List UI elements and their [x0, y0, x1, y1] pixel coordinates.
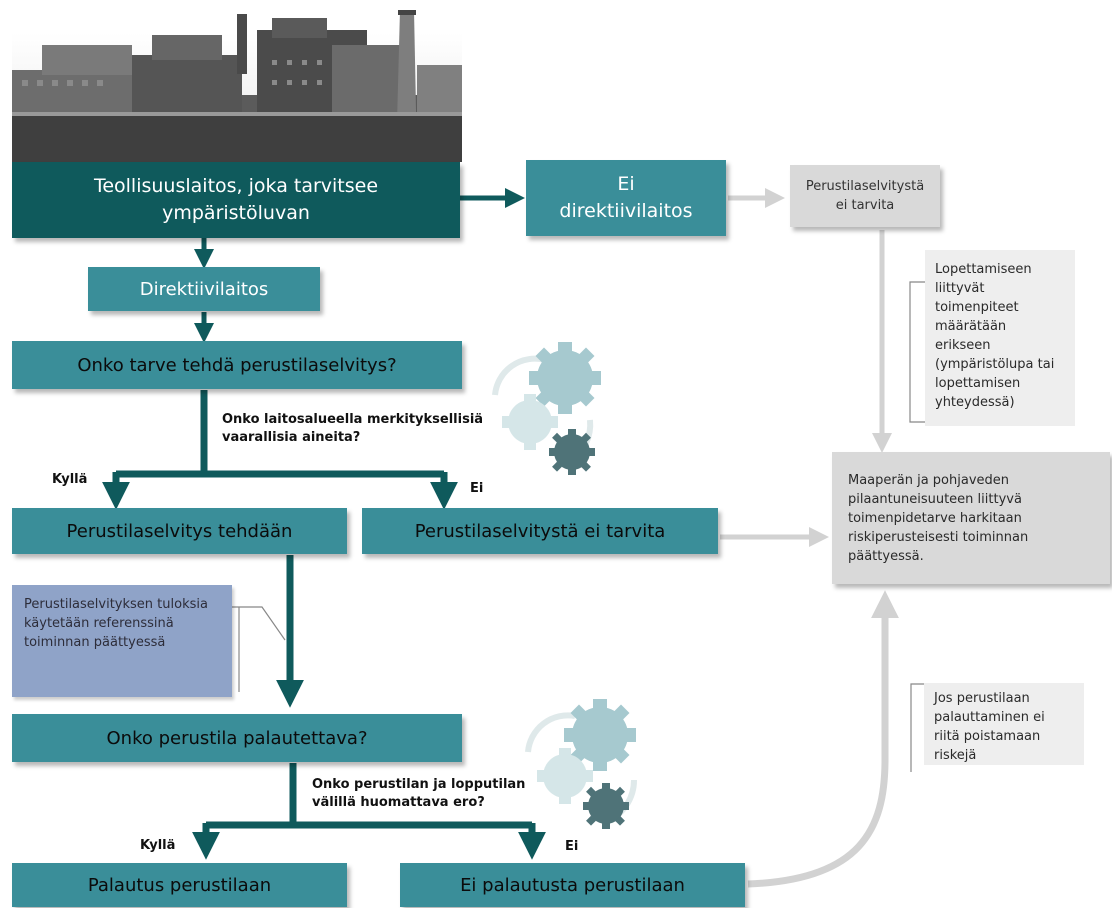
restore-insufficient-note: Jos perustilaan palauttaminen ei riitä p…: [924, 683, 1084, 765]
industrial-plant-photo: [12, 0, 462, 162]
directive-plant-box: Direktiivilaitos: [88, 267, 320, 311]
no-label-1: Ei: [470, 481, 484, 496]
report-not-needed-label: Perustilaselvitystä ei tarvita: [414, 520, 666, 542]
report-not-needed-box: Perustilaselvitystä ei tarvita: [362, 508, 718, 554]
arrow-norestore-to-soil: [747, 590, 899, 888]
no-label-2: Ei: [565, 839, 579, 854]
note-bracket-2: [910, 683, 924, 772]
no-report-needed-top-box: Perustilaselvitystä ei tarvita: [790, 165, 940, 227]
soil-groundwater-label: Maaperän ja pohjaveden pilaantuneisuutee…: [848, 472, 1029, 564]
need-question-box: Onko tarve tehdä perustilaselvitys?: [12, 341, 462, 389]
significant-difference-question: Onko perustilan ja lopputilan välillä hu…: [312, 777, 526, 810]
hazardous-substances-question: Onko laitosalueella merkityksellisiä vaa…: [222, 412, 484, 445]
report-made-box: Perustilaselvitys tehdään: [12, 508, 347, 554]
industrial-plant-box: Teollisuuslaitos, joka tarvitsee ympäris…: [12, 162, 460, 238]
closure-measures-text: Lopettamiseen liittyvät toimenpiteet mää…: [935, 262, 1055, 410]
gears-icon-1: [492, 342, 601, 475]
no-report-needed-top-label: Perustilaselvitystä ei tarvita: [805, 179, 925, 213]
restore-box: Palautus perustilaan: [12, 863, 347, 907]
no-restore-box: Ei palautusta perustilaan: [400, 863, 745, 907]
restore-question-box: Onko perustila palautettava?: [12, 714, 462, 762]
factory-silhouette-icon: [12, 10, 462, 162]
soil-groundwater-box: Maaperän ja pohjaveden pilaantuneisuutee…: [832, 452, 1110, 584]
yes-label-2: Kyllä: [140, 838, 176, 853]
gears-icon-2: [525, 699, 638, 829]
industrial-plant-label: Teollisuuslaitos, joka tarvitsee ympäris…: [93, 175, 379, 224]
restore-question-label: Onko perustila palautettava?: [106, 727, 368, 749]
branch-question-2: [206, 763, 532, 829]
note-bracket-1: [909, 281, 925, 423]
need-question-label: Onko tarve tehdä perustilaselvitys?: [77, 354, 397, 376]
closure-measures-note: Lopettamiseen liittyvät toimenpiteet mää…: [925, 250, 1075, 426]
note-bracket-3: [232, 606, 286, 641]
directive-plant-label: Direktiivilaitos: [139, 278, 269, 300]
yes-label-1: Kyllä: [52, 472, 88, 487]
report-made-label: Perustilaselvitys tehdään: [66, 520, 293, 542]
reference-use-text: Perustilaselvityksen tuloksia käytetään …: [24, 597, 208, 650]
restore-insufficient-text: Jos perustilaan palauttaminen ei riitä p…: [934, 691, 1045, 763]
branch-question-1: [116, 390, 444, 478]
no-restore-label: Ei palautusta perustilaan: [460, 874, 685, 896]
non-directive-label: Ei direktiivilaitos: [559, 173, 693, 222]
reference-use-note: Perustilaselvityksen tuloksia käytetään …: [12, 585, 232, 697]
restore-label: Palautus perustilaan: [87, 874, 272, 896]
non-directive-box: Ei direktiivilaitos: [526, 160, 726, 236]
